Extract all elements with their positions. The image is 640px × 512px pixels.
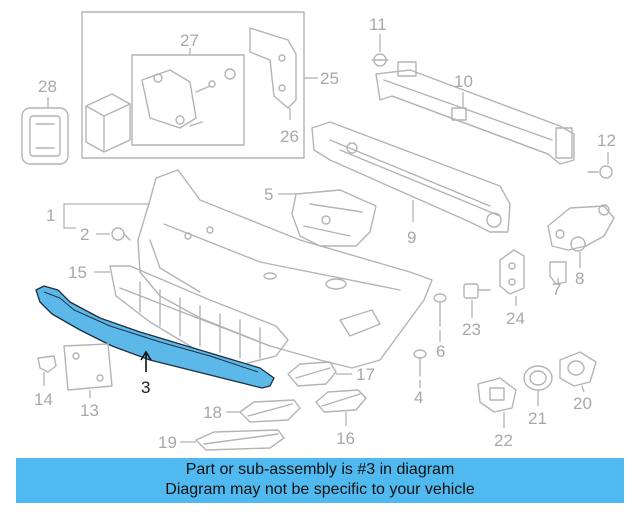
leader-20 <box>581 385 585 393</box>
part-24-bracket <box>499 249 525 295</box>
callout-25: 25 <box>320 69 339 88</box>
info-banner: Part or sub-assembly is #3 in diagram Di… <box>16 458 624 503</box>
callout-3: 3 <box>141 378 150 397</box>
callout-4: 4 <box>414 388 423 407</box>
callout-6: 6 <box>436 342 445 361</box>
callout-1: 1 <box>46 206 55 225</box>
arrow-to-part-3 <box>140 350 152 372</box>
part-13-plate <box>63 343 113 391</box>
callout-7: 7 <box>552 280 561 299</box>
callout-18: 18 <box>203 403 222 422</box>
part-5-bracket <box>291 189 377 247</box>
part-19-trim <box>195 429 285 451</box>
callout-22: 22 <box>494 431 513 450</box>
part-28-sensor-housing <box>21 107 69 165</box>
sub-assembly-box-inner <box>131 54 245 146</box>
part-12-bolt <box>587 165 613 179</box>
leader-1 <box>63 203 150 229</box>
callout-19: 19 <box>158 433 177 452</box>
callout-27: 27 <box>180 31 199 50</box>
part-8-side-bracket <box>547 204 615 252</box>
radar-module <box>85 93 131 153</box>
callout-9: 9 <box>407 228 416 247</box>
callout-24: 24 <box>506 309 525 328</box>
part-18-trim <box>239 399 301 423</box>
callout-2: 2 <box>80 225 89 244</box>
callout-10: 10 <box>454 72 473 91</box>
callout-23: 23 <box>462 320 481 339</box>
callout-21: 21 <box>528 409 547 428</box>
part-22-sensor-bracket <box>477 377 517 413</box>
part-16-trim <box>315 389 367 413</box>
banner-line-1: Part or sub-assembly is #3 in diagram <box>185 461 455 478</box>
part-27-bracket <box>141 68 236 129</box>
callout-13: 13 <box>80 401 99 420</box>
part-14-clip <box>37 355 57 373</box>
part-25-bracket <box>249 27 297 109</box>
callout-16: 16 <box>336 429 355 448</box>
part-10-impact-bar <box>375 61 575 165</box>
part-6-screw <box>433 293 447 327</box>
callout-20: 20 <box>573 394 592 413</box>
callout-12: 12 <box>597 131 616 150</box>
part-15-lower-grille <box>109 265 289 365</box>
part-11-bolt <box>371 34 389 67</box>
part-23-fastener <box>463 283 491 299</box>
sub-assembly-box-outer <box>81 11 305 159</box>
callout-17: 17 <box>356 365 375 384</box>
part-7-clip <box>549 261 567 285</box>
part-9-absorber <box>311 121 511 233</box>
banner-line-2: Diagram may not be specific to your vehi… <box>165 481 475 498</box>
part-3-lower-spoiler <box>35 285 275 389</box>
part-2-clip <box>111 227 131 241</box>
part-17-trim <box>287 361 337 387</box>
part-21-sensor-ring <box>523 365 553 391</box>
callout-8: 8 <box>575 269 584 288</box>
callout-28: 28 <box>38 77 57 96</box>
part-1-bumper-cover <box>137 169 433 369</box>
callout-11: 11 <box>369 15 387 34</box>
callout-26: 26 <box>280 127 299 146</box>
callout-15: 15 <box>68 263 87 282</box>
callout-5: 5 <box>264 185 273 204</box>
part-20-parking-sensor <box>559 351 597 387</box>
callout-14: 14 <box>34 390 53 409</box>
part-4-screw <box>413 349 427 377</box>
